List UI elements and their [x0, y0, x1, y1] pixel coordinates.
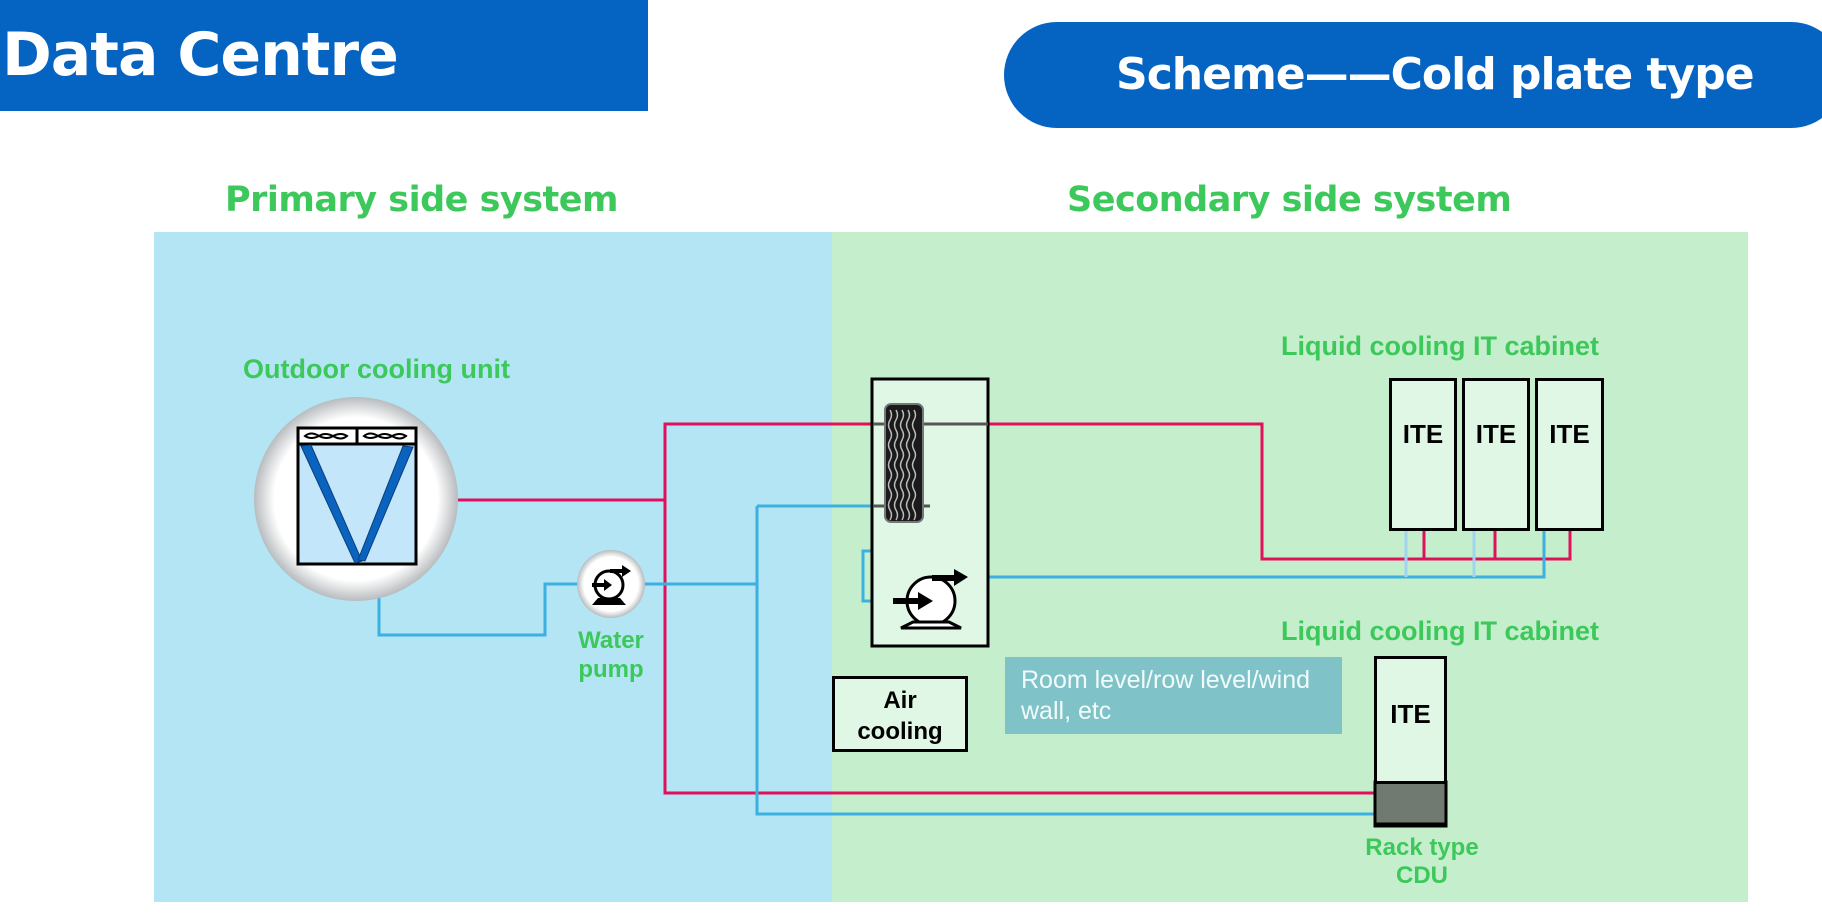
air-cooling-line1: Air: [883, 687, 917, 714]
dry-cooler-icon: [296, 426, 418, 566]
air-cooling-line2: cooling: [857, 718, 943, 745]
hot-pipe-primary: [458, 422, 1376, 795]
ite-label: ITE: [1475, 419, 1517, 449]
ite-label: ITE: [1402, 419, 1444, 449]
rack-cdu-label: Rack type CDU: [1352, 834, 1492, 890]
air-cooling-box[interactable]: Air cooling: [832, 676, 968, 752]
water-pump-label-line2: pump: [578, 656, 644, 683]
hot-pipe-secondary: [988, 422, 1572, 561]
rack-cdu-label-line1: Rack type: [1365, 834, 1479, 861]
rack-type-cdu[interactable]: [1373, 780, 1448, 828]
water-pump[interactable]: [577, 550, 645, 618]
note-line2: wall, etc: [1021, 697, 1112, 725]
ite-cabinet[interactable]: ITE: [1389, 378, 1457, 531]
note-line1: Room level/row level/wind: [1021, 666, 1311, 694]
cdu-pump-icon: [893, 569, 968, 630]
plate-heat-exchanger-icon: [884, 403, 924, 523]
scheme-subtitle: Scheme——Cold plate type: [1004, 22, 1822, 128]
cabinet-group-1-label: Liquid cooling IT cabinet: [1281, 331, 1599, 361]
air-cooling-note: Room level/row level/wind wall, etc: [1005, 657, 1342, 734]
cold-pipe-primary: [377, 504, 1376, 816]
cabinet-group-2-label: Liquid cooling IT cabinet: [1281, 616, 1599, 646]
primary-side-heading: Primary side system: [225, 180, 618, 220]
ite-cabinet-rack[interactable]: ITE: [1374, 656, 1447, 784]
page-title: Data Centre Scheme: [0, 0, 648, 201]
ite-cabinet[interactable]: ITE: [1535, 378, 1604, 531]
water-pump-label: Water pump: [566, 626, 656, 684]
cdu-unit[interactable]: [870, 377, 990, 648]
rack-cdu-label-line2: CDU: [1396, 862, 1448, 889]
secondary-side-heading: Secondary side system: [1067, 180, 1512, 220]
ite-label: ITE: [1549, 419, 1590, 449]
outdoor-cooling-unit-label: Outdoor cooling unit: [243, 354, 510, 384]
pump-icon: [592, 565, 631, 605]
cold-pipe-risers: [1404, 530, 1476, 577]
ite-cabinet[interactable]: ITE: [1462, 378, 1530, 531]
ite-label: ITE: [1390, 699, 1431, 729]
outdoor-cooling-unit[interactable]: [254, 397, 458, 601]
primary-side-panel: [154, 232, 832, 902]
water-pump-label-line1: Water: [578, 627, 644, 654]
